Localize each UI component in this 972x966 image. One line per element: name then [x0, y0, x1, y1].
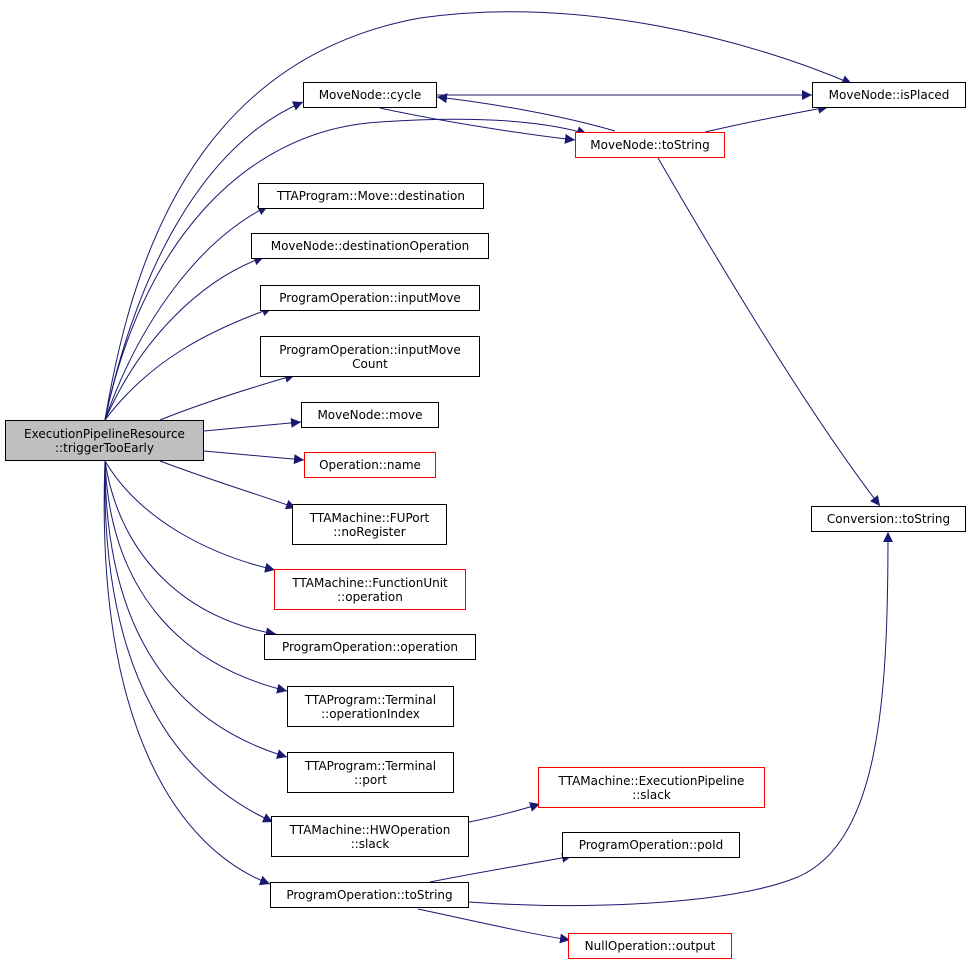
node-convToString[interactable]: Conversion::toString: [811, 506, 966, 532]
node-isPlaced[interactable]: MoveNode::isPlaced: [812, 82, 966, 108]
node-label: Conversion::toString: [826, 512, 951, 526]
edge-root-to-poOperation: [104, 460, 277, 638]
node-label-line: ::operationIndex: [321, 706, 420, 721]
node-label: ProgramOperation::inputMove: [279, 291, 461, 305]
node-cycle[interactable]: MoveNode::cycle: [303, 82, 437, 108]
node-label-line: ::port: [354, 772, 387, 787]
node-label: MoveNode::toString: [590, 138, 710, 152]
edge-root-to-port: [104, 460, 288, 759]
node-poOperation[interactable]: ProgramOperation::operation: [264, 634, 476, 660]
edge-root-to-inputMove: [104, 306, 273, 421]
edge-root-to-isPlaced: [104, 11, 853, 421]
node-label-line: TTAMachine::HWOperation: [289, 822, 451, 837]
node-label-line: TTAMachine::ExecutionPipeline: [558, 773, 745, 788]
node-label-line: TTAMachine::FunctionUnit: [292, 575, 448, 590]
edge-cycle-to-mnToString: [379, 107, 576, 144]
node-nullOutput[interactable]: NullOperation::output: [568, 933, 732, 959]
node-label: TTAProgram::Move::destination: [277, 189, 465, 203]
node-hwSlack[interactable]: TTAMachine::HWOperation ::slack: [271, 816, 469, 857]
node-move[interactable]: MoveNode::move: [301, 402, 439, 428]
node-label: ProgramOperation::operation: [281, 640, 459, 654]
node-operationIndex[interactable]: TTAProgram::Terminal ::operationIndex: [287, 686, 454, 727]
edge-mnToString-to-convToString: [657, 157, 881, 507]
node-label-line: TTAProgram::Terminal: [304, 758, 437, 773]
edge-root-to-hwSlack: [104, 460, 274, 823]
node-label: ProgramOperation::poId: [578, 838, 724, 852]
edge-root-to-opName: [203, 450, 305, 465]
node-label: MoveNode::cycle: [318, 88, 422, 102]
edge-root-to-poToString: [103, 460, 271, 886]
node-label-line: ::slack: [632, 787, 671, 802]
node-label-line: TTAProgram::Terminal: [304, 692, 437, 707]
node-port[interactable]: TTAProgram::Terminal ::port: [287, 752, 454, 793]
edge-poToString-to-nullOutput: [417, 908, 571, 944]
node-root: ExecutionPipelineResource ::triggerTooEa…: [5, 420, 204, 461]
edge-root-to-destination: [104, 205, 269, 421]
edge-root-to-move: [203, 417, 302, 432]
node-noRegister[interactable]: TTAMachine::FUPort ::noRegister: [292, 504, 447, 545]
node-label: MoveNode::destinationOperation: [270, 239, 470, 253]
node-label: ProgramOperation::toString: [286, 888, 453, 902]
node-label-line: ProgramOperation::inputMove: [279, 342, 461, 357]
node-label: Operation::name: [319, 458, 421, 472]
node-label-line: ::slack: [350, 836, 390, 851]
node-inputMove[interactable]: ProgramOperation::inputMove: [260, 285, 480, 311]
node-mnToString[interactable]: MoveNode::toString: [575, 132, 725, 158]
node-destinationOperation[interactable]: MoveNode::destinationOperation: [251, 233, 489, 259]
node-poToString[interactable]: ProgramOperation::toString: [270, 882, 469, 908]
node-opName[interactable]: Operation::name: [304, 452, 436, 478]
node-label: NullOperation::output: [584, 939, 716, 953]
node-label-line: ::triggerTooEarly: [55, 440, 154, 455]
edge-root-to-mnToString: [104, 118, 588, 421]
node-epSlack[interactable]: TTAMachine::ExecutionPipeline ::slack: [538, 767, 765, 808]
node-poId[interactable]: ProgramOperation::poId: [562, 832, 740, 858]
node-label: MoveNode::isPlaced: [828, 88, 950, 102]
node-inputMoveCount[interactable]: ProgramOperation::inputMove Count: [260, 336, 480, 377]
edge-mnToString-to-isPlaced: [704, 103, 829, 133]
node-label-line: Count: [352, 356, 388, 371]
edge-root-to-inputMoveCount: [159, 372, 296, 421]
edge-poToString-to-convToString: [468, 531, 893, 906]
node-destination[interactable]: TTAProgram::Move::destination: [258, 183, 484, 209]
edge-root-to-fuOperation: [104, 460, 276, 573]
node-label-line: ::operation: [337, 589, 403, 604]
node-label-line: ExecutionPipelineResource: [24, 426, 185, 441]
edge-hwSlack-to-epSlack: [468, 802, 541, 823]
edge-root-to-destinationOperation: [104, 255, 265, 421]
node-label-line: TTAMachine::FUPort: [309, 510, 430, 525]
edge-root-to-operationIndex: [104, 460, 288, 694]
edge-root-to-noRegister: [159, 460, 297, 510]
edge-poToString-to-poId: [429, 852, 573, 883]
node-label: MoveNode::move: [317, 408, 423, 422]
node-label-line: ::noRegister: [333, 524, 406, 539]
edge-mnToString-to-cycle: [436, 93, 616, 132]
node-fuOperation[interactable]: TTAMachine::FunctionUnit ::operation: [274, 569, 466, 610]
